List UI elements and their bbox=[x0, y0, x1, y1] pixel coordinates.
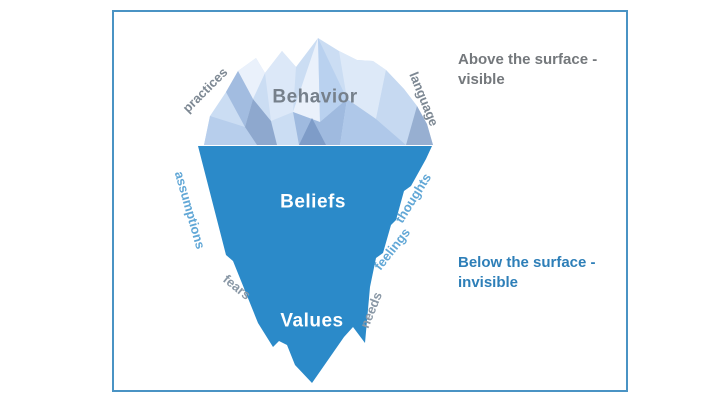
iceberg-above-water bbox=[204, 38, 433, 145]
label-values: Values bbox=[280, 310, 344, 332]
below-surface-heading: Below the surface - invisible bbox=[458, 253, 596, 293]
iceberg-below-water bbox=[198, 146, 432, 383]
label-behavior: Behavior bbox=[272, 86, 358, 108]
above-surface-heading: Above the surface - visible bbox=[458, 50, 597, 90]
above-surface-line1: Above the surface - bbox=[458, 51, 598, 68]
below-surface-line2: invisible bbox=[458, 274, 519, 291]
label-beliefs: Beliefs bbox=[280, 191, 346, 213]
below-surface-line1: Below the surface - bbox=[458, 254, 596, 271]
above-surface-line2: visible bbox=[458, 71, 505, 88]
iceberg-facets bbox=[204, 38, 433, 145]
